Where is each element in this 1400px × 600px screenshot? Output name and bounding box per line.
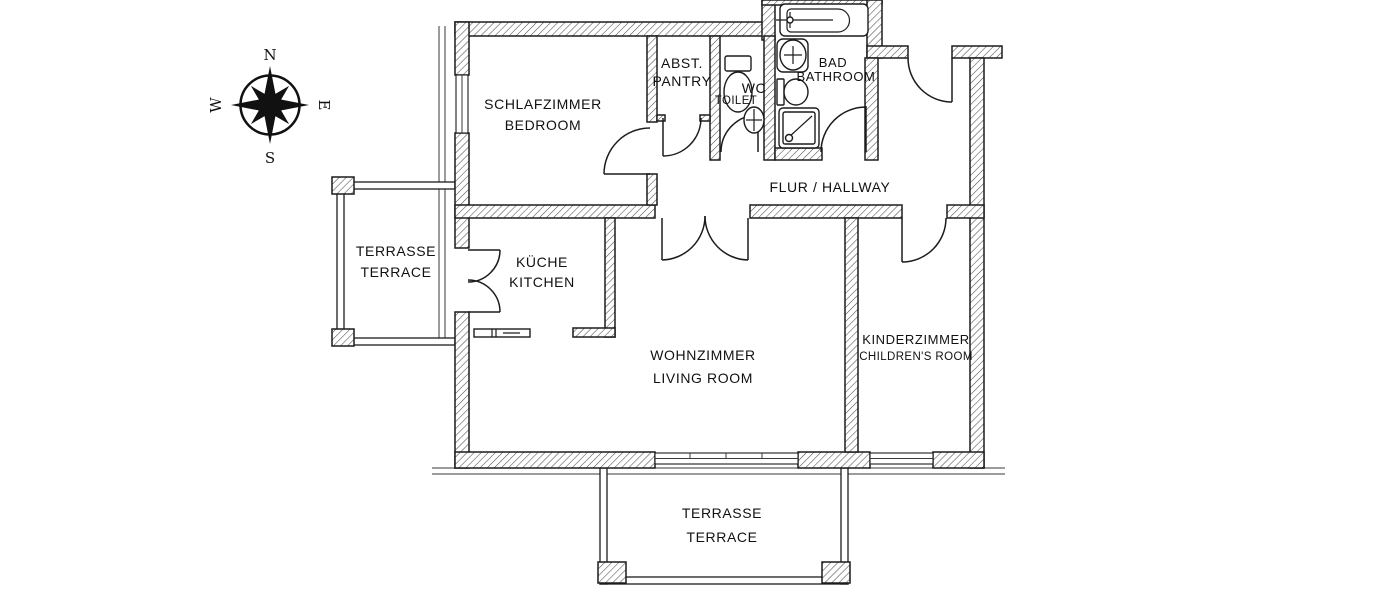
windows [455,74,934,465]
bathroom-door [820,106,867,153]
wall-pantry-jamb-right [699,114,711,122]
wall-kitchen [604,217,616,338]
wall-tub-left [761,0,776,41]
living-room-double-door [661,215,749,261]
bathtub-icon [776,3,869,37]
kitchen-terrace-french-door [467,249,501,313]
compass-north-label: N [263,46,276,64]
wall-hallway-b [749,204,903,219]
compass-east-label: E [315,100,333,111]
wall-left-lower [454,311,470,469]
wall-kitchen-stub [572,327,616,338]
terrace-south-label-en: TERRACE [686,529,757,545]
terrace-west-structure [331,176,456,347]
wc-label-de: WC [742,80,767,96]
bathroom-label-de: BAD [819,55,848,70]
wall-right [969,57,985,469]
terrace-pillar [597,561,627,584]
fixtures [473,3,869,338]
wall-bottom-left [454,451,656,469]
wall-left-upper [454,21,470,76]
compass-west-label: W [207,97,225,113]
terrace-south-structure [597,467,851,585]
terrace-west-label-en: TERRACE [360,264,431,280]
childrens-room-door [901,217,947,263]
entrance-door [907,57,953,103]
terrace-west-wall-left [336,181,345,346]
hallway-label: FLUR / HALLWAY [770,179,891,195]
wall-left-mid [454,132,470,249]
wall-bedroom-stub [646,173,658,206]
wall-pantry-jamb-left [656,114,666,122]
bedroom-window [455,74,469,134]
wall-top [454,21,771,37]
childrens-room-window [869,452,934,465]
pantry-door [662,117,702,157]
kitchen-label-en: KITCHEN [509,274,575,290]
wc-label-en: TOILET [715,95,757,107]
childrens-room-label-de: KINDERZIMMER [862,332,970,347]
sink-icon [776,38,809,73]
sink-icon [743,106,765,134]
terrace-pillar [331,176,355,195]
shower-icon [778,107,820,149]
wall-entry-left [866,45,909,59]
walls [454,0,1003,469]
kitchen-label-de: KÜCHE [516,253,568,270]
toilet-icon [723,55,753,113]
childrens-room-label-en: CHILDREN'S ROOM [859,351,973,363]
terrace-pillar [331,328,355,347]
living-room-window [654,452,799,465]
terrace-west-label-de: TERRASSE [356,243,436,259]
wall-bath-bottom [774,147,823,161]
compass-rose-icon: N S W E [207,46,333,167]
wall-living-children [844,217,859,453]
wall-hallway-c [946,204,985,219]
wall-bath-right [864,57,879,161]
terrace-south-wall-bottom [599,576,849,585]
counter-icon [473,328,531,338]
compass-south-label: S [265,149,275,167]
living-room-label-en: LIVING ROOM [653,370,753,386]
wall-bedroom-pantry [646,35,658,123]
terrace-south-label-de: TERRASSE [682,505,762,521]
pantry-label-en: PANTRY [652,73,711,89]
terrace-pillar [821,561,851,584]
wall-entry-right [951,45,1003,59]
wall-bottom-right [932,451,985,469]
doors [467,57,953,313]
room-labels: SCHLAFZIMMER BEDROOM ABST. PANTRY WC TOI… [356,55,973,545]
living-room-label-de: WOHNZIMMER [650,347,756,363]
bedroom-label-de: SCHLAFZIMMER [484,96,602,112]
wall-bottom-mid [797,451,871,469]
bedroom-door [603,127,651,175]
wall-hallway-a [454,204,656,219]
wall-pantry-wc [709,35,721,161]
toilet-icon [776,78,809,106]
pantry-label-de: ABST. [661,55,703,71]
wall-wc-bath [763,35,776,161]
bathroom-label-en: BATHROOM [797,69,876,84]
bedroom-label-en: BEDROOM [505,117,582,133]
